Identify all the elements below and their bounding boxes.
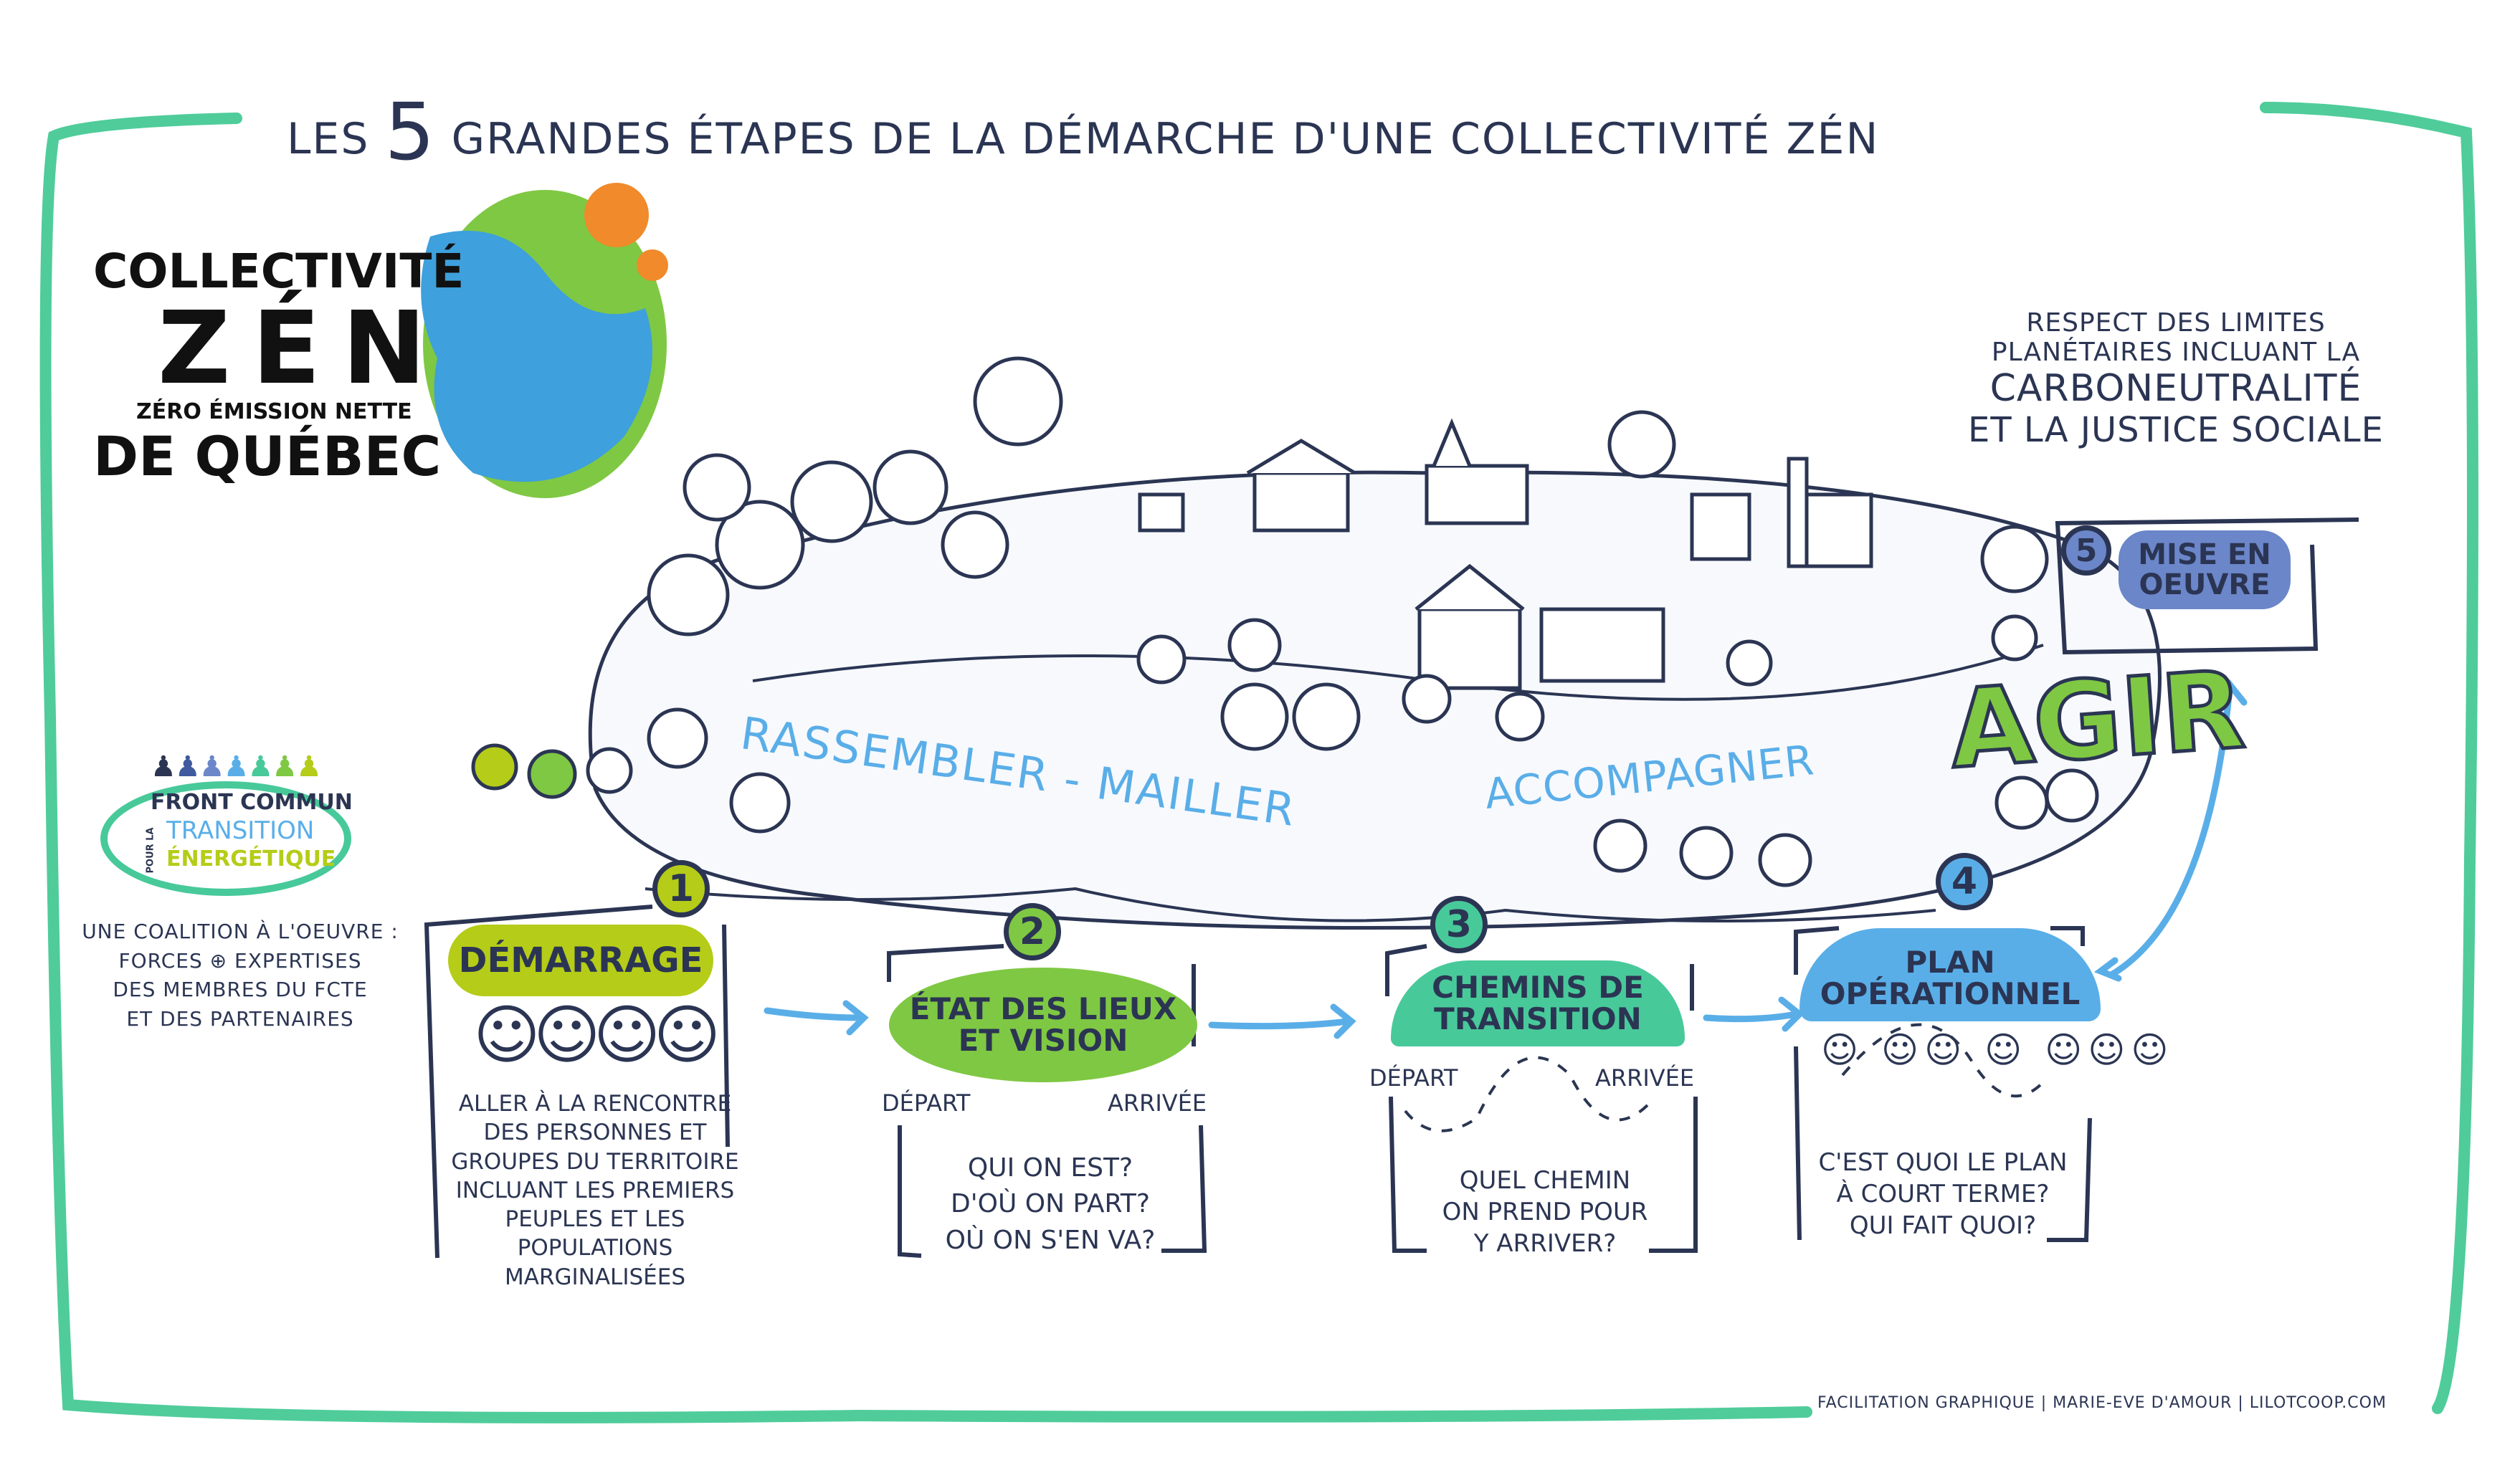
- step-4-title: PLAN OPÉRATIONNEL: [1799, 928, 2101, 1021]
- step-3-number: 3: [1430, 896, 1488, 953]
- step-3-start-label: DÉPART: [1369, 1064, 1458, 1092]
- body-line: QUEL CHEMIN: [1459, 1166, 1631, 1195]
- title-number: 5: [384, 86, 437, 178]
- goal-line4: ET LA JUSTICE SOCIALE: [1967, 410, 2384, 450]
- logo-line2: ZÉN: [158, 290, 448, 407]
- river: [645, 887, 1936, 922]
- collectivite-zen-logo: COLLECTIVITÉ ZÉN ZÉRO ÉMISSION NETTE DE …: [93, 244, 581, 488]
- flow-arrows: [764, 679, 2248, 1039]
- arrow-4-to-5: [2093, 679, 2248, 982]
- step-2-title: ÉTAT DES LIEUX ET VISION: [889, 968, 1197, 1082]
- trees: [647, 356, 2049, 636]
- body-line: C'EST QUOI LE PLAN: [1818, 1148, 2068, 1177]
- phase-agir: AGIR: [1944, 646, 2250, 794]
- step-3-title: CHEMINS DE TRANSITION: [1391, 960, 1685, 1046]
- body-line: DES PERSONNES ET: [483, 1120, 707, 1146]
- step-2-body: QUI ON EST? D'OÙ ON PART? OÙ ON S'EN VA?: [910, 1150, 1190, 1259]
- fcte-pour-la: POUR LA: [145, 827, 156, 874]
- buildings: [1138, 418, 1873, 690]
- title-prefix: LES: [287, 114, 370, 164]
- step-5-title: MISE EN OEUVRE: [2119, 530, 2291, 609]
- fcte-line1: FRONT COMMUN: [151, 790, 353, 815]
- coalition-line: UNE COALITION À L'OEUVRE :: [82, 920, 399, 943]
- body-line: GROUPES DU TERRITOIRE: [451, 1148, 739, 1175]
- page-title: LES 5 GRANDES ÉTAPES DE LA DÉMARCHE D'UN…: [287, 86, 2222, 178]
- body-line: D'OÙ ON PART?: [951, 1189, 1150, 1219]
- coalition-line: ET DES PARTENAIRES: [126, 1006, 354, 1031]
- step-1-title: DÉMARRAGE: [448, 925, 713, 996]
- step-4-people-icon: ☺ ☺☺ ☺ ☺☺☺: [1821, 1029, 2174, 1071]
- body-line: QUI FAIT QUOI?: [1849, 1211, 2037, 1241]
- coalition-line: DES MEMBRES DU FCTE: [113, 978, 368, 1002]
- logo-line1: COLLECTIVITÉ: [93, 244, 465, 299]
- step-5-number: 5: [2061, 525, 2111, 576]
- fcte-line2: TRANSITION: [166, 816, 315, 845]
- arrow-2-to-3: [1208, 1003, 1356, 1039]
- step-1-number: 1: [652, 860, 710, 917]
- globe-logo: [421, 183, 668, 498]
- arrow-3-to-4: [1703, 996, 1805, 1032]
- step-1-people-icon: ☺☺☺☺: [473, 998, 721, 1073]
- coalition-text: UNE COALITION À L'OEUVRE : FORCES ⊕ EXPE…: [65, 917, 416, 1034]
- path-dashed-4: [1841, 1023, 2045, 1098]
- goal-text: RESPECT DES LIMITES PLANÉTAIRES INCLUANT…: [1893, 308, 2459, 450]
- body-line: INCLUANT LES PREMIERS: [455, 1177, 735, 1203]
- body-line: MARGINALISÉES: [505, 1264, 685, 1290]
- step-2-end-label: ARRIVÉE: [1108, 1089, 1207, 1117]
- body-line: ON PREND POUR: [1442, 1198, 1648, 1227]
- credit-footer: FACILITATION GRAPHIQUE | MARIE-EVE D'AMO…: [1817, 1394, 2387, 1412]
- step-4-body: C'EST QUOI LE PLAN À COURT TERME?QUI FAIT…: [1807, 1147, 2079, 1242]
- scene-illustration: [471, 356, 2162, 930]
- green-frame: [39, 102, 2478, 1423]
- step-3-end-label: ARRIVÉE: [1595, 1064, 1695, 1092]
- fcte-line3: ÉNERGÉTIQUE: [166, 846, 336, 872]
- body-line: QUI ON EST?: [967, 1153, 1133, 1183]
- step-2-number: 2: [1004, 903, 1061, 960]
- coalition-line: FORCES ⊕ EXPERTISES: [118, 948, 362, 973]
- body-line: ALLER À LA RENCONTRE: [458, 1091, 732, 1117]
- path-dashed-3: [1404, 1056, 1650, 1132]
- body-line: À COURT TERME?: [1836, 1180, 2050, 1209]
- body-line: PEUPLES ET LES POPULATIONS: [505, 1206, 685, 1261]
- step-4-number: 4: [1936, 853, 1993, 910]
- goal-line3: CARBONEUTRALITÉ: [1989, 367, 2362, 410]
- body-line: OÙ ON S'EN VA?: [945, 1225, 1156, 1255]
- step-brackets: [424, 517, 2359, 1259]
- logo-line3: ZÉRO ÉMISSION NETTE: [136, 399, 412, 424]
- logo-line4: DE QUÉBEC: [93, 424, 442, 488]
- body-line: Y ARRIVER?: [1473, 1229, 1617, 1259]
- people: [471, 614, 2099, 887]
- goal-line1: RESPECT DES LIMITES: [2026, 308, 2326, 338]
- title-rest: GRANDES ÉTAPES DE LA DÉMARCHE D'UNE COLL…: [451, 114, 1880, 164]
- goal-line2: PLANÉTAIRES INCLUANT LA: [1991, 338, 2361, 367]
- fcte-logo: ♟♟♟♟♟♟♟ FRONT COMMUN POUR LA TRANSITION …: [100, 753, 358, 896]
- step-2-start-label: DÉPART: [882, 1089, 971, 1117]
- arrow-1-to-2: [764, 1000, 869, 1036]
